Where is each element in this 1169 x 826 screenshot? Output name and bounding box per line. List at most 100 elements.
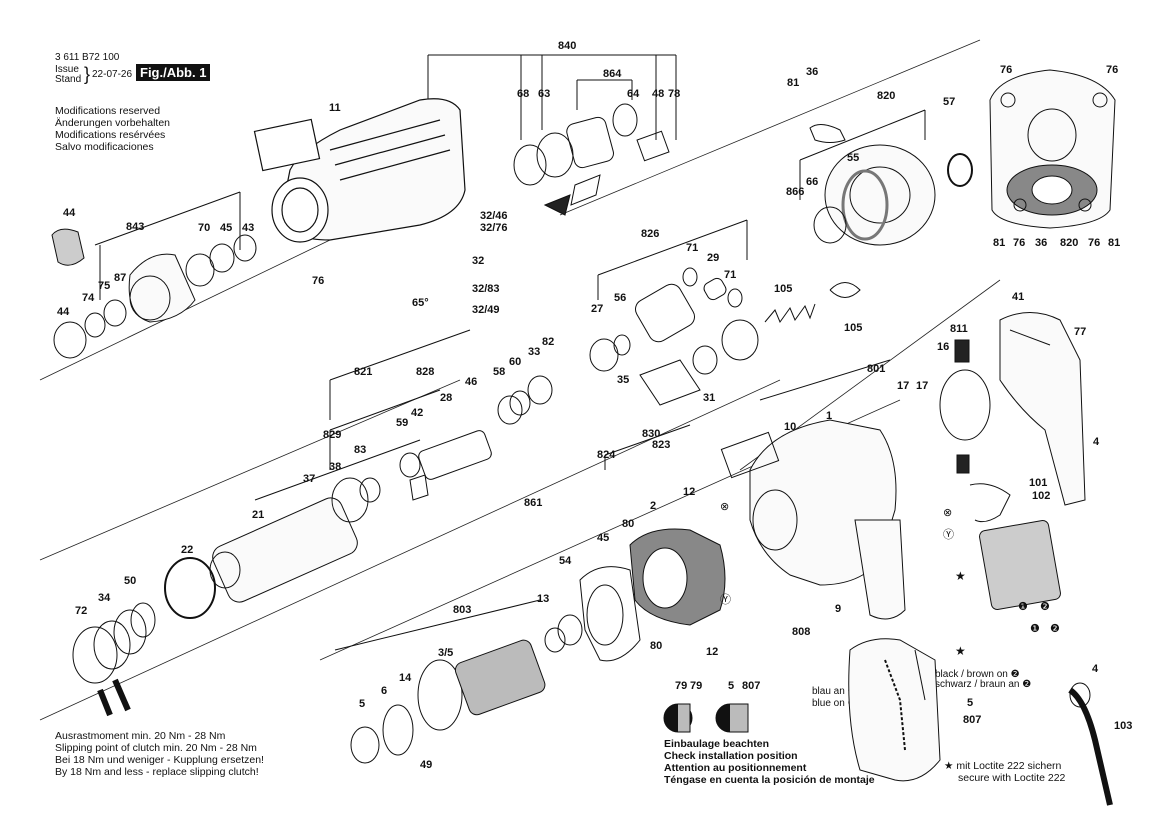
brush-holder-part-16 [939,339,991,474]
wire-note-blau: blau an ❶ [812,686,857,697]
bracket-821 [329,329,471,420]
part-number-label: 29 [707,252,720,264]
part-number-label: 77 [1074,326,1087,338]
part-number-label: 64 [627,88,640,100]
part-number-label: 17 [916,380,929,392]
document-number: 3 611 B72 100 [55,52,120,63]
part-number-label: 34 [98,592,111,604]
part-number-label: 5 [967,697,974,709]
part-number-label: 5 [359,698,366,710]
issue-label: Issue [55,64,79,75]
part-number-label: 87 [114,272,127,284]
armature-part-803 [350,614,583,764]
part-number-label: 76 [1000,64,1013,76]
part-number-label: 27 [591,303,604,315]
part-number-label: 4 [1093,436,1100,448]
part-number-label: 46 [465,376,478,388]
impact-mechanism-part-828 [399,375,553,501]
part-number-label: 76 [1088,237,1101,249]
loctite-note-line: ★ mit Loctite 222 sichern [944,760,1062,772]
modifications-notice: Modifications reserved Änderungen vorbeh… [55,105,170,153]
part-number-label: 79 [675,680,688,692]
part-number-label: 68 [517,88,530,100]
part-number-label: 843 [126,221,145,233]
part-number-label: 81 [993,237,1006,249]
part-number-label: 102 [1032,490,1051,502]
clutch-note-line: Ausrastmoment min. 20 Nm - 28 Nm [55,730,226,742]
part-number-label: 65° [412,297,429,309]
part-number-label: 807 [742,680,761,692]
clutch-note-line: Bei 18 Nm und weniger - Kupplung ersetze… [55,754,264,766]
bracket-801 [759,359,891,401]
bracket-22 [254,439,421,501]
part-number-label: 31 [703,392,716,404]
brace-symbol: } [84,64,91,84]
installation-detail-circles [663,703,749,733]
part-number-label: 37 [303,473,316,485]
part-number-label: 80 [650,640,663,652]
part-number-label: 22 [181,544,194,556]
part-number-label: 63 [538,88,551,100]
loctite-star-markers: ★ ★ ❶ ❷ ❶ ❷ ⊗ Ⓨ ⊗ Ⓨ [720,501,1060,658]
part-number-label: 807 [963,714,982,726]
part-number-label: 71 [724,269,737,281]
part-number-label: 2 [650,500,657,512]
loctite-note-line: secure with Loctite 222 [958,772,1066,784]
part-number-label: 840 [558,40,577,52]
svg-text:❷: ❷ [1040,601,1050,613]
part-number-label: 803 [453,604,472,616]
modification-line: Änderungen vorbehalten [55,117,171,129]
install-note-line: Einbaulage beachten [664,738,770,750]
part-number-label: 36 [806,66,819,78]
clutch-note-line: Slipping point of clutch min. 20 Nm - 28… [55,742,257,754]
svg-text:★: ★ [955,569,966,583]
part-number-label: 830 [642,428,661,440]
part-number-label: 76 [1106,64,1119,76]
hammer-housing-part-11 [253,98,466,243]
part-number-label: 32/83 [472,283,500,295]
stand-label: Stand [55,74,82,85]
part-number-label: 829 [323,429,342,441]
part-number-label: 80 [622,518,635,530]
svg-text:★: ★ [955,644,966,658]
part-number-label: 57 [943,96,956,108]
part-number-label: 811 [950,323,968,335]
svg-text:Ⓨ: Ⓨ [720,593,731,606]
spindle-part-21 [164,477,381,619]
part-number-label: 72 [75,605,88,617]
clutch-notes: Ausrastmoment min. 20 Nm - 28 Nm Slippin… [55,730,264,778]
field-coil-part-2 [629,528,726,626]
part-number-label: 11 [329,102,341,114]
svg-text:❶: ❶ [1018,601,1028,613]
bracket-864 [576,79,633,110]
part-number-label: 820 [877,90,896,102]
part-number-label: 81 [1108,237,1121,249]
part-number-label: 83 [354,444,367,456]
part-number-label: 14 [399,672,412,684]
wire-note-blue: blue on ❶ [812,698,857,709]
part-number-label: 43 [242,222,255,234]
part-number-label: 58 [493,366,506,378]
part-number-label: 32/46 [480,210,508,222]
part-number-label: 56 [614,292,627,304]
svg-text:Ⓨ: Ⓨ [943,528,954,541]
bracket-829 [329,389,441,470]
part-number-label: 71 [686,242,699,254]
part-number-label: 74 [82,292,95,304]
bracket-824 [604,424,691,470]
part-number-label: 59 [396,417,409,429]
install-note-line: Téngase en cuenta la posición de montaje [664,774,875,786]
part-number-label: 105 [844,322,863,334]
part-number-label: 4 [1092,663,1099,675]
issue-date: 22-07-26 [92,69,133,80]
power-cable-part-6 [1068,682,1113,806]
loctite-notes: ★ mit Loctite 222 sichern secure with Lo… [944,760,1065,784]
hammer-mechanism-part-826 [589,267,759,406]
part-number-label: 42 [411,407,424,419]
svg-text:⊗: ⊗ [720,501,729,513]
part-number-label: 35 [617,374,630,386]
gear-assembly-part-840 [513,103,670,216]
part-number-label: 826 [641,228,660,240]
tool-holder-part-843 [51,228,257,359]
